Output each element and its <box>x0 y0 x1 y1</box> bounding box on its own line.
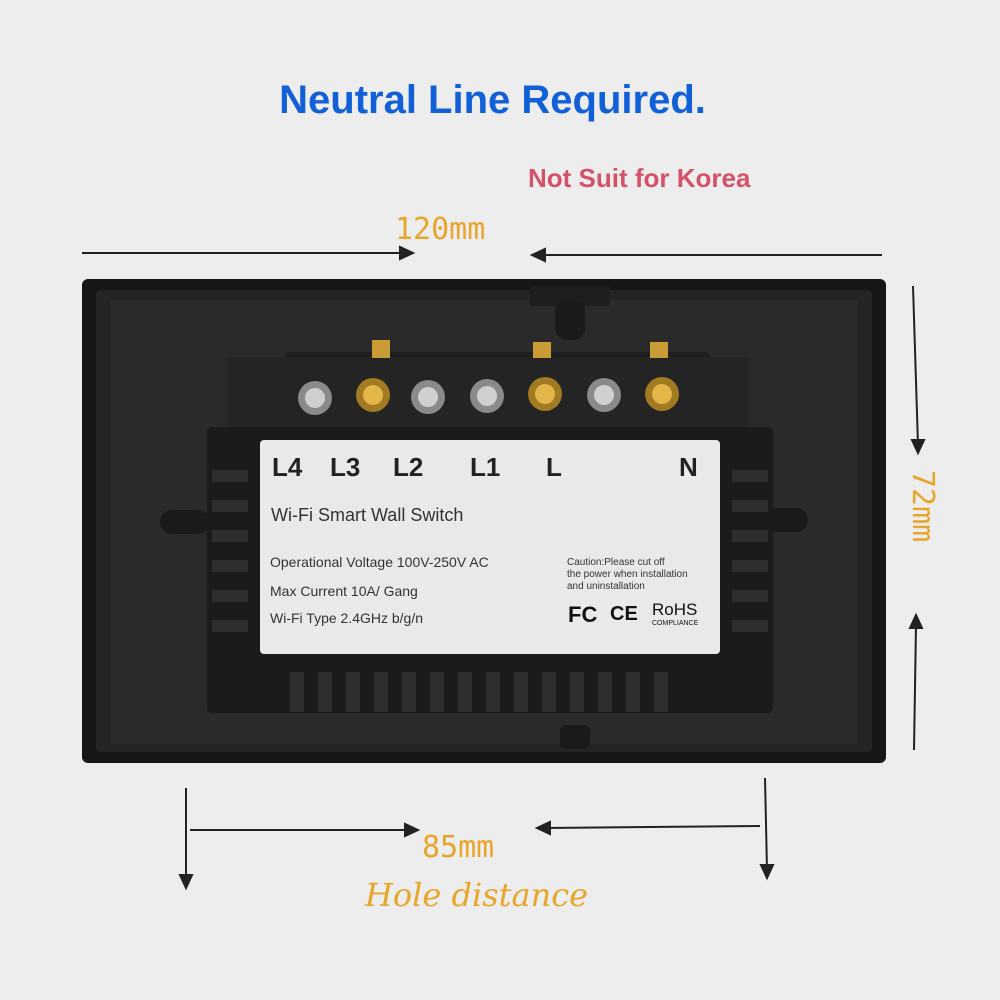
height-dimension-label: 72mm <box>905 470 940 543</box>
terminal-block <box>228 340 748 432</box>
fc-mark: FC <box>568 602 598 627</box>
mount-hole-left <box>160 510 210 534</box>
terminal-l1: L1 <box>470 452 501 482</box>
terminal-n: N <box>679 452 698 482</box>
region-notice: Not Suit for Korea <box>528 163 751 193</box>
hole-dimension-label: 85mm <box>422 830 495 865</box>
housing-fins <box>212 470 768 712</box>
height-dimension-arrows <box>908 285 926 751</box>
caution-text: Caution:Please cut off the power when in… <box>567 557 688 592</box>
product-label <box>260 440 720 654</box>
hole-dimension-arrows <box>178 777 775 891</box>
page-title: Neutral Line Required. <box>279 78 706 122</box>
terminal-l4: L4 <box>272 452 303 482</box>
product-name: Wi-Fi Smart Wall Switch <box>271 505 464 525</box>
rohs-compliance: COMPLIANCE <box>652 620 699 627</box>
spec-voltage: Operational Voltage 100V-250V AC <box>270 554 489 570</box>
width-dimension-label: 120mm <box>395 212 486 247</box>
hole-distance-caption: Hole distance <box>365 876 589 914</box>
spec-current: Max Current 10A/ Gang <box>270 583 418 599</box>
terminal-screws <box>298 377 679 415</box>
rohs-mark: RoHS <box>652 600 698 619</box>
terminal-l2: L2 <box>393 452 424 482</box>
spec-wifi: Wi-Fi Type 2.4GHz b/g/n <box>270 610 424 626</box>
terminal-l: L <box>546 452 562 482</box>
width-dimension-arrows <box>82 245 882 263</box>
terminal-l3: L3 <box>330 452 361 482</box>
ce-mark: CE <box>610 603 638 625</box>
